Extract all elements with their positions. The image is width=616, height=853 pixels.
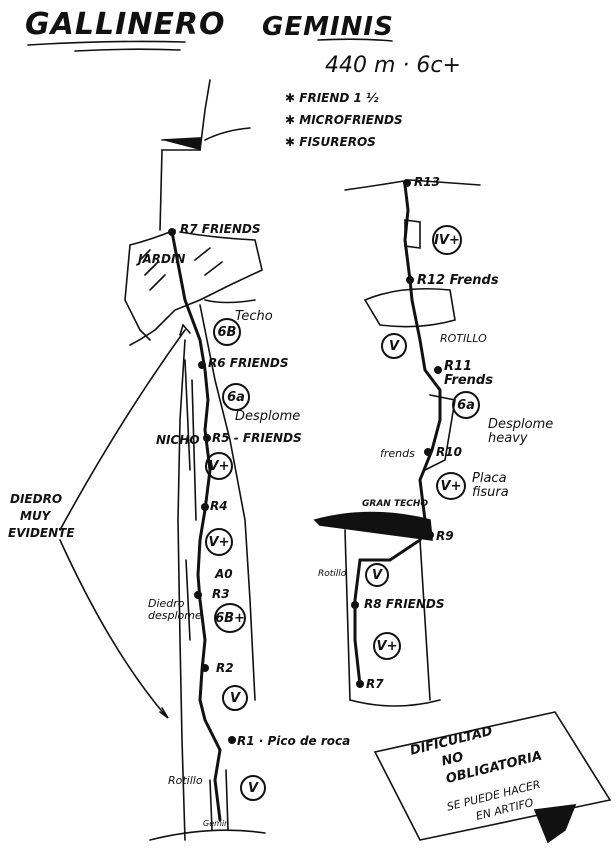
grade-circle: 6B+	[214, 603, 246, 633]
grade-circle: V	[222, 685, 248, 711]
gear-item: ✱ FISUREROS	[285, 135, 376, 149]
belay-label: R6 FRIENDS	[208, 356, 289, 370]
belay-label: R13	[414, 175, 440, 189]
title-underline	[27, 40, 186, 46]
grade-circle: V+	[205, 528, 233, 556]
belay-label: R2	[216, 661, 234, 675]
feature-label: ROTILLO	[440, 332, 487, 345]
length-grade: 440 m · 6c+	[325, 53, 461, 78]
right-roof-ledge	[363, 287, 456, 328]
belay-label: R10	[436, 445, 462, 459]
feature-label: Placa fisura	[472, 471, 509, 501]
belay-label: R11 Frends	[444, 359, 493, 389]
grade-circle: IV+	[432, 225, 462, 255]
note-box	[373, 711, 612, 841]
feature-label: GRAN TECHO	[362, 499, 429, 509]
feature-label: Gemin	[203, 819, 230, 828]
feature-label: A0	[215, 567, 233, 581]
left-ground	[149, 829, 266, 841]
belay-label: R12 Frends	[417, 273, 499, 288]
right-summit	[344, 179, 481, 191]
feature-label: Desplome heavy	[488, 417, 554, 447]
grade-circle: 6B	[213, 318, 241, 346]
feature-label: Techo	[235, 309, 273, 324]
feature-label: NICHO	[156, 433, 200, 447]
right-route-line	[353, 183, 442, 687]
route-title: GEMINIS	[262, 12, 394, 42]
belay-label: R9	[436, 529, 454, 543]
belay-label: R8 FRIENDS	[364, 597, 445, 611]
belay-label: R7 FRIENDS	[180, 222, 261, 236]
feature-label: JARDIN	[138, 252, 186, 266]
feature-label: Diedro desplome	[148, 597, 202, 623]
pointer-arrow-down	[59, 539, 166, 716]
belay-label: R5 - FRIENDS	[212, 431, 302, 445]
left-route-line	[170, 230, 222, 822]
feature-label: Desplome	[235, 409, 301, 424]
crag-title: GALLINERO	[25, 7, 226, 42]
grade-circle: V	[240, 775, 266, 801]
belay-label: R1 · Pico de roca	[237, 734, 351, 748]
grade-circle: V+	[373, 632, 401, 660]
grade-circle: V	[365, 563, 389, 587]
grade-circle: 6a	[452, 391, 480, 419]
left-wall-outline	[124, 229, 176, 341]
gran-techo	[313, 511, 433, 541]
feature-label: frends	[380, 447, 415, 460]
author-logo	[533, 804, 577, 844]
belay-label: R4	[210, 499, 228, 513]
belay-label: R3	[212, 587, 230, 601]
feature-label: Rotillo	[168, 774, 203, 787]
gear-item: ✱ FRIEND 1 ½	[285, 91, 379, 105]
grade-circle: V+	[436, 472, 466, 500]
grade-circle: V	[381, 333, 407, 359]
feature-label: Rotillo	[318, 569, 347, 579]
summit-ridge	[159, 79, 211, 231]
belay-label: R7	[366, 677, 384, 691]
grade-circle: 6a	[222, 383, 250, 411]
grade-circle: V+	[205, 452, 233, 480]
gear-item: ✱ MICROFRIENDS	[285, 113, 403, 127]
pointer-arrow-up	[59, 329, 186, 531]
